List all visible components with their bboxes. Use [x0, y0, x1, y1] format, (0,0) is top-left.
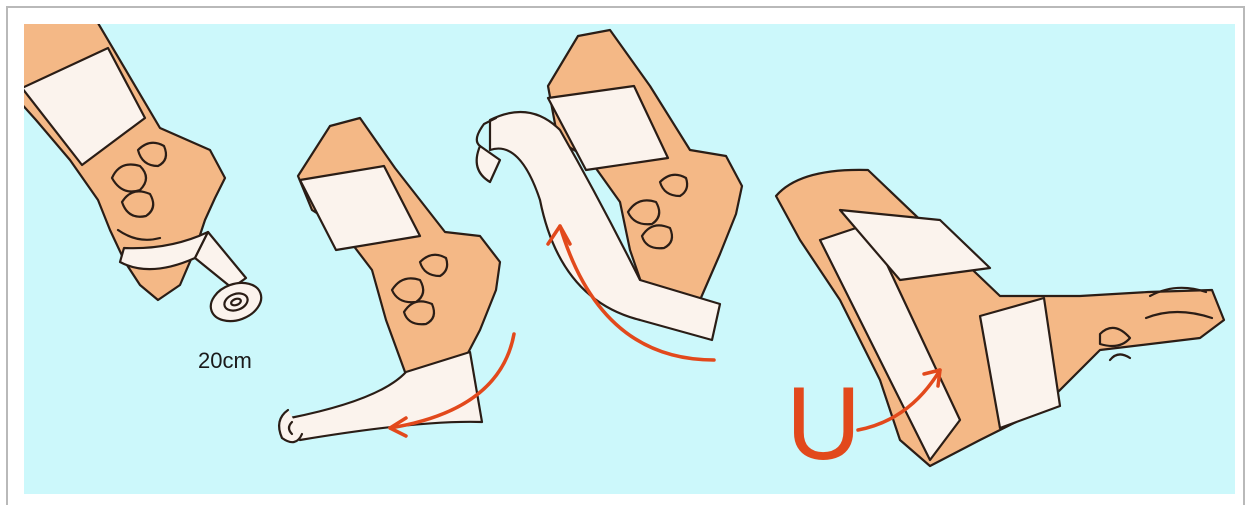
- u-strap-label: U: [786, 372, 861, 476]
- step-1-foot: [18, 18, 267, 328]
- step-2-foot: [279, 118, 500, 442]
- tape-length-label: 20cm: [198, 348, 252, 374]
- step-3-foot: [477, 30, 742, 340]
